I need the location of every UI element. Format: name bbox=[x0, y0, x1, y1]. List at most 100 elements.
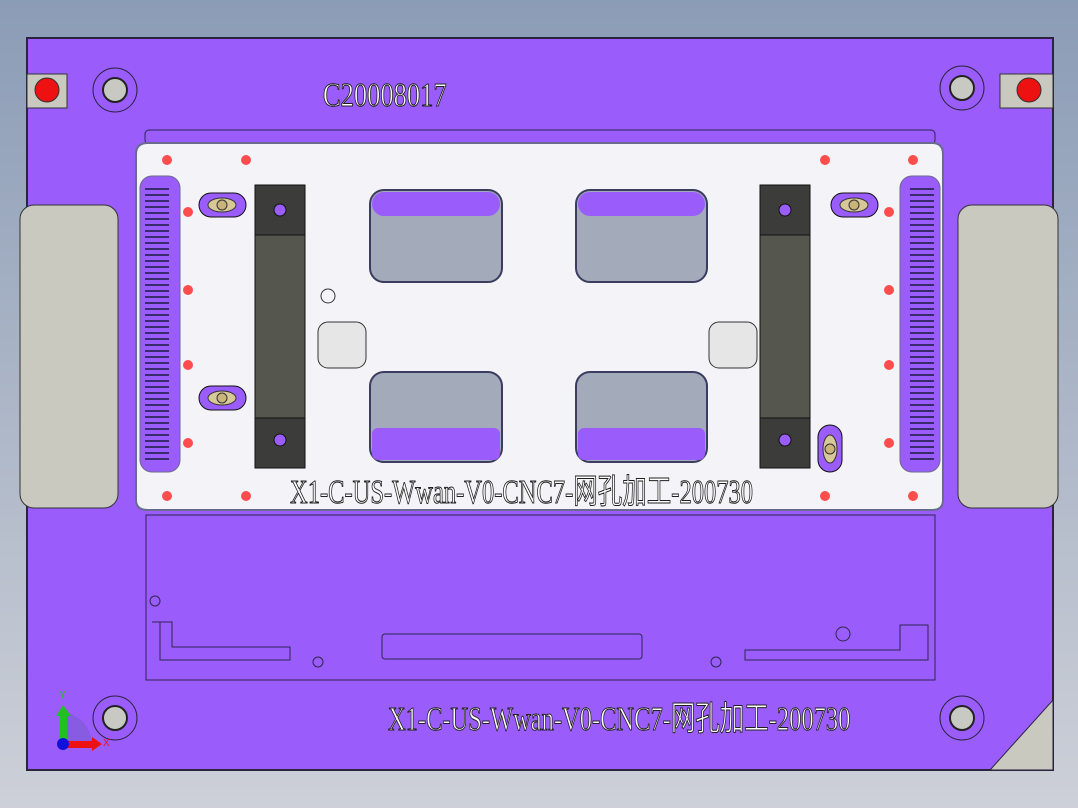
vent-slot bbox=[910, 314, 934, 316]
vent-slot bbox=[145, 362, 169, 364]
window bbox=[575, 371, 708, 463]
vent-slot bbox=[145, 422, 169, 424]
vent-slot bbox=[145, 398, 169, 400]
vent-slot bbox=[910, 236, 934, 238]
screw-icon bbox=[92, 67, 138, 113]
vent-slot bbox=[910, 410, 934, 412]
vent-slot bbox=[910, 440, 934, 442]
locating-pin bbox=[908, 155, 918, 165]
vent-slot bbox=[910, 254, 934, 256]
locating-pin bbox=[162, 155, 172, 165]
vent-slot bbox=[910, 212, 934, 214]
vent-slot bbox=[145, 338, 169, 340]
locating-pin bbox=[241, 491, 251, 501]
vent-slot bbox=[910, 350, 934, 352]
clamp-left[interactable] bbox=[254, 184, 306, 469]
vent-slot bbox=[910, 188, 934, 190]
vent-slot bbox=[145, 332, 169, 334]
vent-slot bbox=[145, 260, 169, 262]
window bbox=[575, 189, 708, 283]
vent-slot bbox=[910, 302, 934, 304]
latch-icon bbox=[198, 385, 247, 411]
vent-slot bbox=[910, 320, 934, 322]
vent-slot bbox=[145, 428, 169, 430]
vent-slot bbox=[145, 416, 169, 418]
corner-stop-right bbox=[999, 73, 1054, 109]
vent-slot bbox=[910, 452, 934, 454]
vent-slot bbox=[910, 260, 934, 262]
clamp-right[interactable] bbox=[759, 184, 811, 469]
vent-slot bbox=[910, 218, 934, 220]
part-number-label: C20008017 bbox=[323, 76, 447, 114]
vent-slot bbox=[910, 374, 934, 376]
locating-pin bbox=[183, 438, 193, 448]
vent-slot bbox=[145, 314, 169, 316]
vent-slot bbox=[910, 362, 934, 364]
locating-pins bbox=[162, 155, 918, 501]
vent-slot bbox=[910, 248, 934, 250]
latch-icon bbox=[817, 424, 843, 473]
vent-slot bbox=[910, 380, 934, 382]
vent-slot bbox=[145, 326, 169, 328]
vent-slot bbox=[145, 452, 169, 454]
vent-slot bbox=[145, 242, 169, 244]
locating-pin bbox=[884, 207, 894, 217]
screw-icon bbox=[939, 65, 985, 111]
vent-slot bbox=[910, 428, 934, 430]
vent-slot bbox=[145, 368, 169, 370]
vent-slot bbox=[910, 278, 934, 280]
vent-slot bbox=[145, 446, 169, 448]
vent-slot bbox=[145, 212, 169, 214]
cam-latches bbox=[198, 192, 879, 473]
vent-slot bbox=[910, 332, 934, 334]
z-axis-icon bbox=[57, 738, 69, 750]
insert-plate bbox=[135, 142, 944, 511]
vent-slot bbox=[145, 302, 169, 304]
locating-pin bbox=[183, 285, 193, 295]
locating-pin bbox=[183, 207, 193, 217]
locating-pin bbox=[884, 285, 894, 295]
vent-slot bbox=[145, 344, 169, 346]
vent-slot bbox=[145, 380, 169, 382]
locating-pin bbox=[183, 360, 193, 370]
vent-slot bbox=[145, 272, 169, 274]
vent-slot bbox=[910, 446, 934, 448]
base-engraving-label: X1-C-US-Wwan-V0-CNC7-网孔加工-200730 bbox=[388, 701, 851, 738]
vent-slot bbox=[910, 356, 934, 358]
locating-pin bbox=[820, 491, 830, 501]
vent-slot bbox=[910, 308, 934, 310]
vent-slot bbox=[145, 410, 169, 412]
vent-slot bbox=[145, 308, 169, 310]
vent-slot bbox=[145, 404, 169, 406]
latch-icon bbox=[830, 192, 879, 218]
vent-slot bbox=[910, 206, 934, 208]
vent-slot bbox=[145, 458, 169, 460]
vent-slot bbox=[145, 224, 169, 226]
vent-slot bbox=[145, 236, 169, 238]
vent-slot bbox=[910, 344, 934, 346]
vent-slot bbox=[145, 248, 169, 250]
vent-slot bbox=[910, 434, 934, 436]
locating-pin bbox=[908, 491, 918, 501]
vent-slot bbox=[145, 284, 169, 286]
vent-slot bbox=[910, 296, 934, 298]
vent-slot bbox=[910, 326, 934, 328]
vent-slot bbox=[910, 458, 934, 460]
vent-slot bbox=[910, 404, 934, 406]
locating-pin bbox=[884, 438, 894, 448]
vent-slot bbox=[910, 272, 934, 274]
locating-pin bbox=[241, 155, 251, 165]
vent-slot bbox=[910, 368, 934, 370]
vent-slot bbox=[145, 386, 169, 388]
screw-icon bbox=[939, 695, 985, 741]
vent-slot bbox=[145, 188, 169, 190]
axis-triad[interactable]: Y X bbox=[56, 690, 110, 751]
vent-slot bbox=[145, 254, 169, 256]
vent-slot bbox=[145, 320, 169, 322]
vent-slot bbox=[910, 392, 934, 394]
vent-slot bbox=[145, 194, 169, 196]
vent-slot bbox=[145, 266, 169, 268]
screw-icon bbox=[92, 695, 138, 741]
vent-slot bbox=[910, 242, 934, 244]
